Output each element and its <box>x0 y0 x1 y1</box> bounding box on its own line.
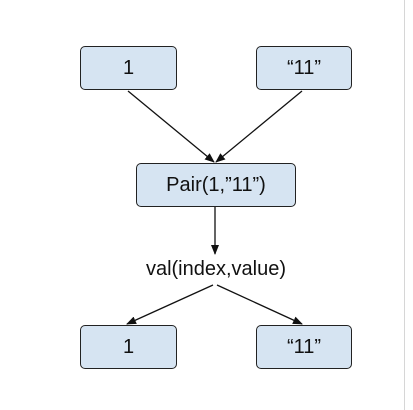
edge-split-to-output-str <box>216 284 303 325</box>
canvas-border <box>404 0 405 410</box>
input-int-node: 1 <box>80 46 177 90</box>
edge-input-str-to-pair <box>215 90 303 163</box>
pair-node: Pair(1,”11”) <box>136 163 296 207</box>
edge-input-int-to-pair <box>127 90 215 163</box>
output-str-label: “11” <box>286 335 322 358</box>
pair-label: Pair(1,”11”) <box>166 173 266 196</box>
output-int-label: 1 <box>122 335 135 358</box>
split-label: val(index,value) <box>145 258 287 280</box>
input-str-node: “11” <box>256 46 352 90</box>
output-int-node: 1 <box>80 325 177 369</box>
input-int-label: 1 <box>122 56 135 79</box>
output-str-node: “11” <box>256 325 352 369</box>
input-str-label: “11” <box>286 56 322 79</box>
edge-split-to-output-int <box>126 284 214 325</box>
